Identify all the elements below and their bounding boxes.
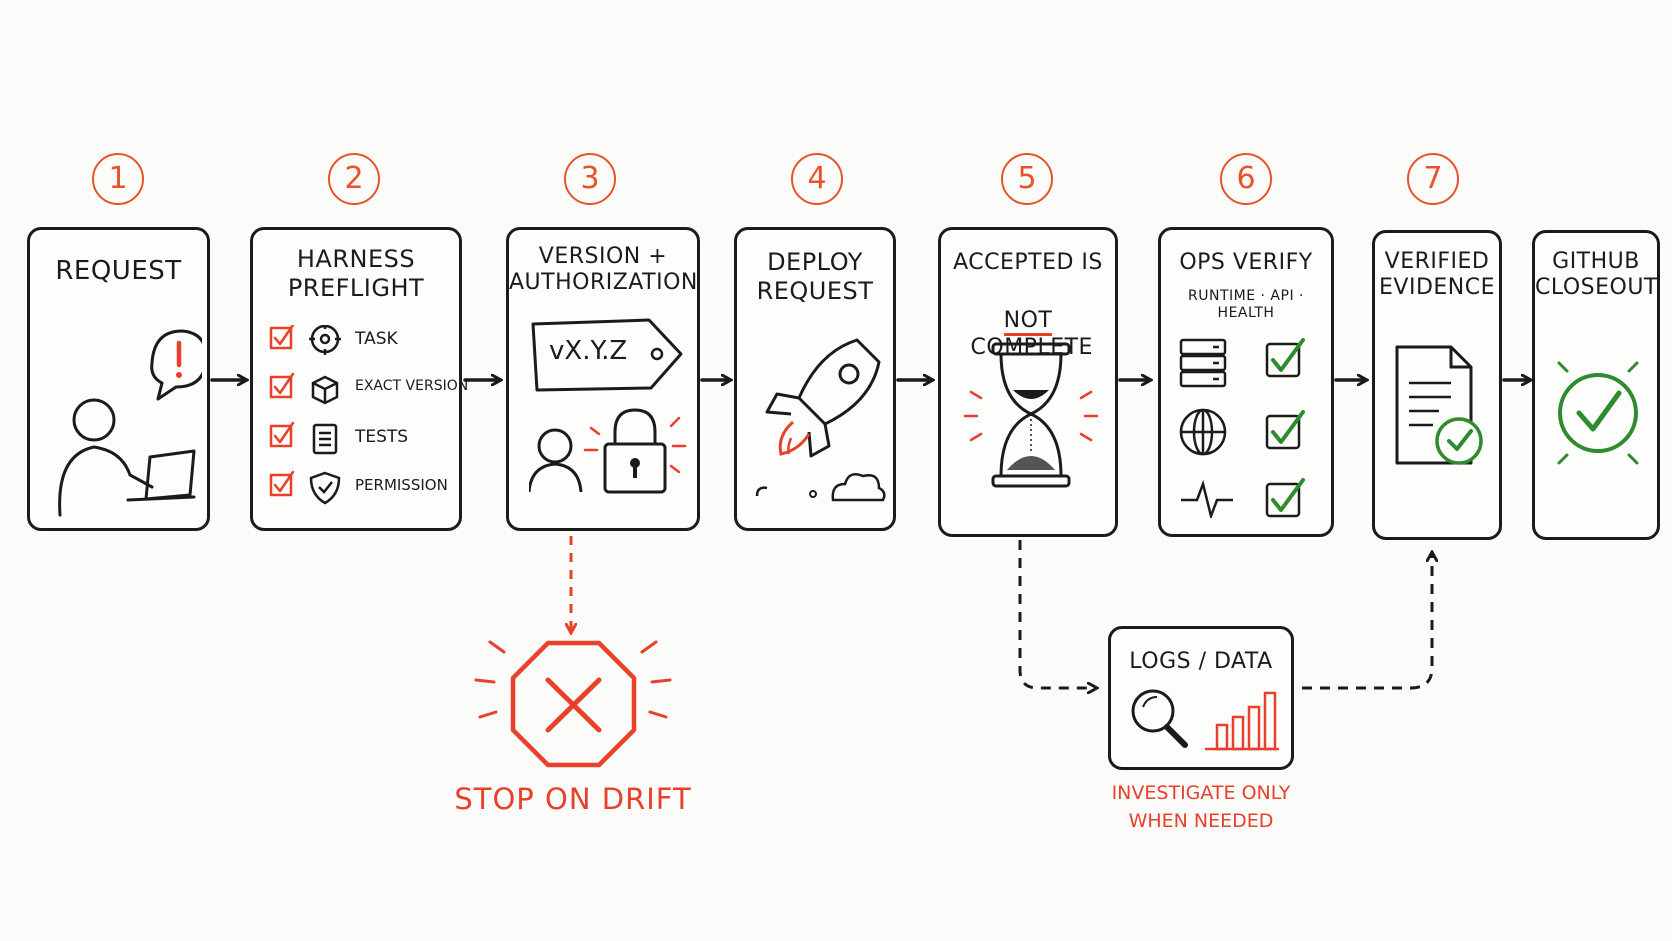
step-title: GITHUB CLOSEOUT — [1535, 249, 1658, 301]
step-number-5: 5 — [1001, 153, 1053, 205]
step-number-2: 2 — [328, 153, 380, 205]
version-tag-lock-icons — [529, 318, 687, 494]
document-check-icon — [1395, 345, 1483, 465]
step-title: DEPLOY REQUEST — [756, 248, 874, 305]
step-box-ops-verify: OPS VERIFY RUNTIME · API · HEALTH — [1158, 227, 1334, 537]
checklist-item-permission: PERMISSION — [355, 476, 448, 494]
step-title-line2: COMPLETE — [963, 334, 1093, 360]
stop-sign-icon — [474, 640, 672, 768]
step-title: REQUEST — [55, 256, 182, 286]
step-number-4: 4 — [791, 153, 843, 205]
search-chart-icons — [1131, 689, 1279, 751]
step-title: OPS VERIFY — [1179, 250, 1313, 275]
step-title: VERIFIED EVIDENCE — [1379, 249, 1495, 301]
person-laptop-icon — [58, 329, 202, 517]
not-emphasis: NOT — [1003, 308, 1053, 337]
ops-check-icons — [1179, 338, 1305, 518]
checklist-icons — [269, 325, 341, 505]
step-box-accepted-not-complete: ACCEPTED IS NOT COMPLETE — [938, 227, 1118, 537]
step-title: VERSION + AUTHORIZATION — [509, 244, 698, 296]
step-box-deploy-request: DEPLOY REQUEST — [734, 227, 896, 531]
rocket-icon — [755, 338, 886, 502]
step-title-line1: ACCEPTED IS — [953, 250, 1103, 275]
success-check-icon — [1557, 361, 1639, 465]
step-subtitle: RUNTIME · API · HEALTH — [1188, 288, 1304, 321]
investigate-note: INVESTIGATE ONLY WHEN NEEDED — [1111, 782, 1291, 832]
checklist-item-task: TASK — [355, 329, 398, 349]
step-box-github-closeout: GITHUB CLOSEOUT — [1532, 230, 1660, 540]
step-box-request: REQUEST — [27, 227, 210, 531]
step-number-6: 6 — [1220, 153, 1272, 205]
step-box-version-authorization: VERSION + AUTHORIZATION vX.Y.Z — [506, 227, 700, 531]
branch-to-evidence — [1302, 553, 1432, 690]
version-tag: vX.Y.Z — [549, 336, 628, 366]
step-number-1: 1 — [92, 153, 144, 205]
step-box-verified-evidence: VERIFIED EVIDENCE — [1372, 230, 1502, 540]
step-number-7: 7 — [1407, 153, 1459, 205]
logs-title: LOGS / DATA — [1129, 649, 1273, 674]
step-number-3: 3 — [564, 153, 616, 205]
stop-on-drift-label: STOP ON DRIFT — [454, 782, 692, 816]
checklist-item-exact-version: EXACT VERSION — [355, 378, 469, 394]
step-title: HARNESS PREFLIGHT — [287, 245, 425, 302]
branch-to-logs — [1018, 540, 1096, 688]
checklist-item-tests: TESTS — [355, 427, 409, 447]
step-box-harness-preflight: HARNESS PREFLIGHT TASK EXACT VERSION TES… — [250, 227, 468, 531]
hourglass-icon — [963, 342, 1099, 488]
logs-data-box: LOGS / DATA — [1108, 626, 1294, 770]
